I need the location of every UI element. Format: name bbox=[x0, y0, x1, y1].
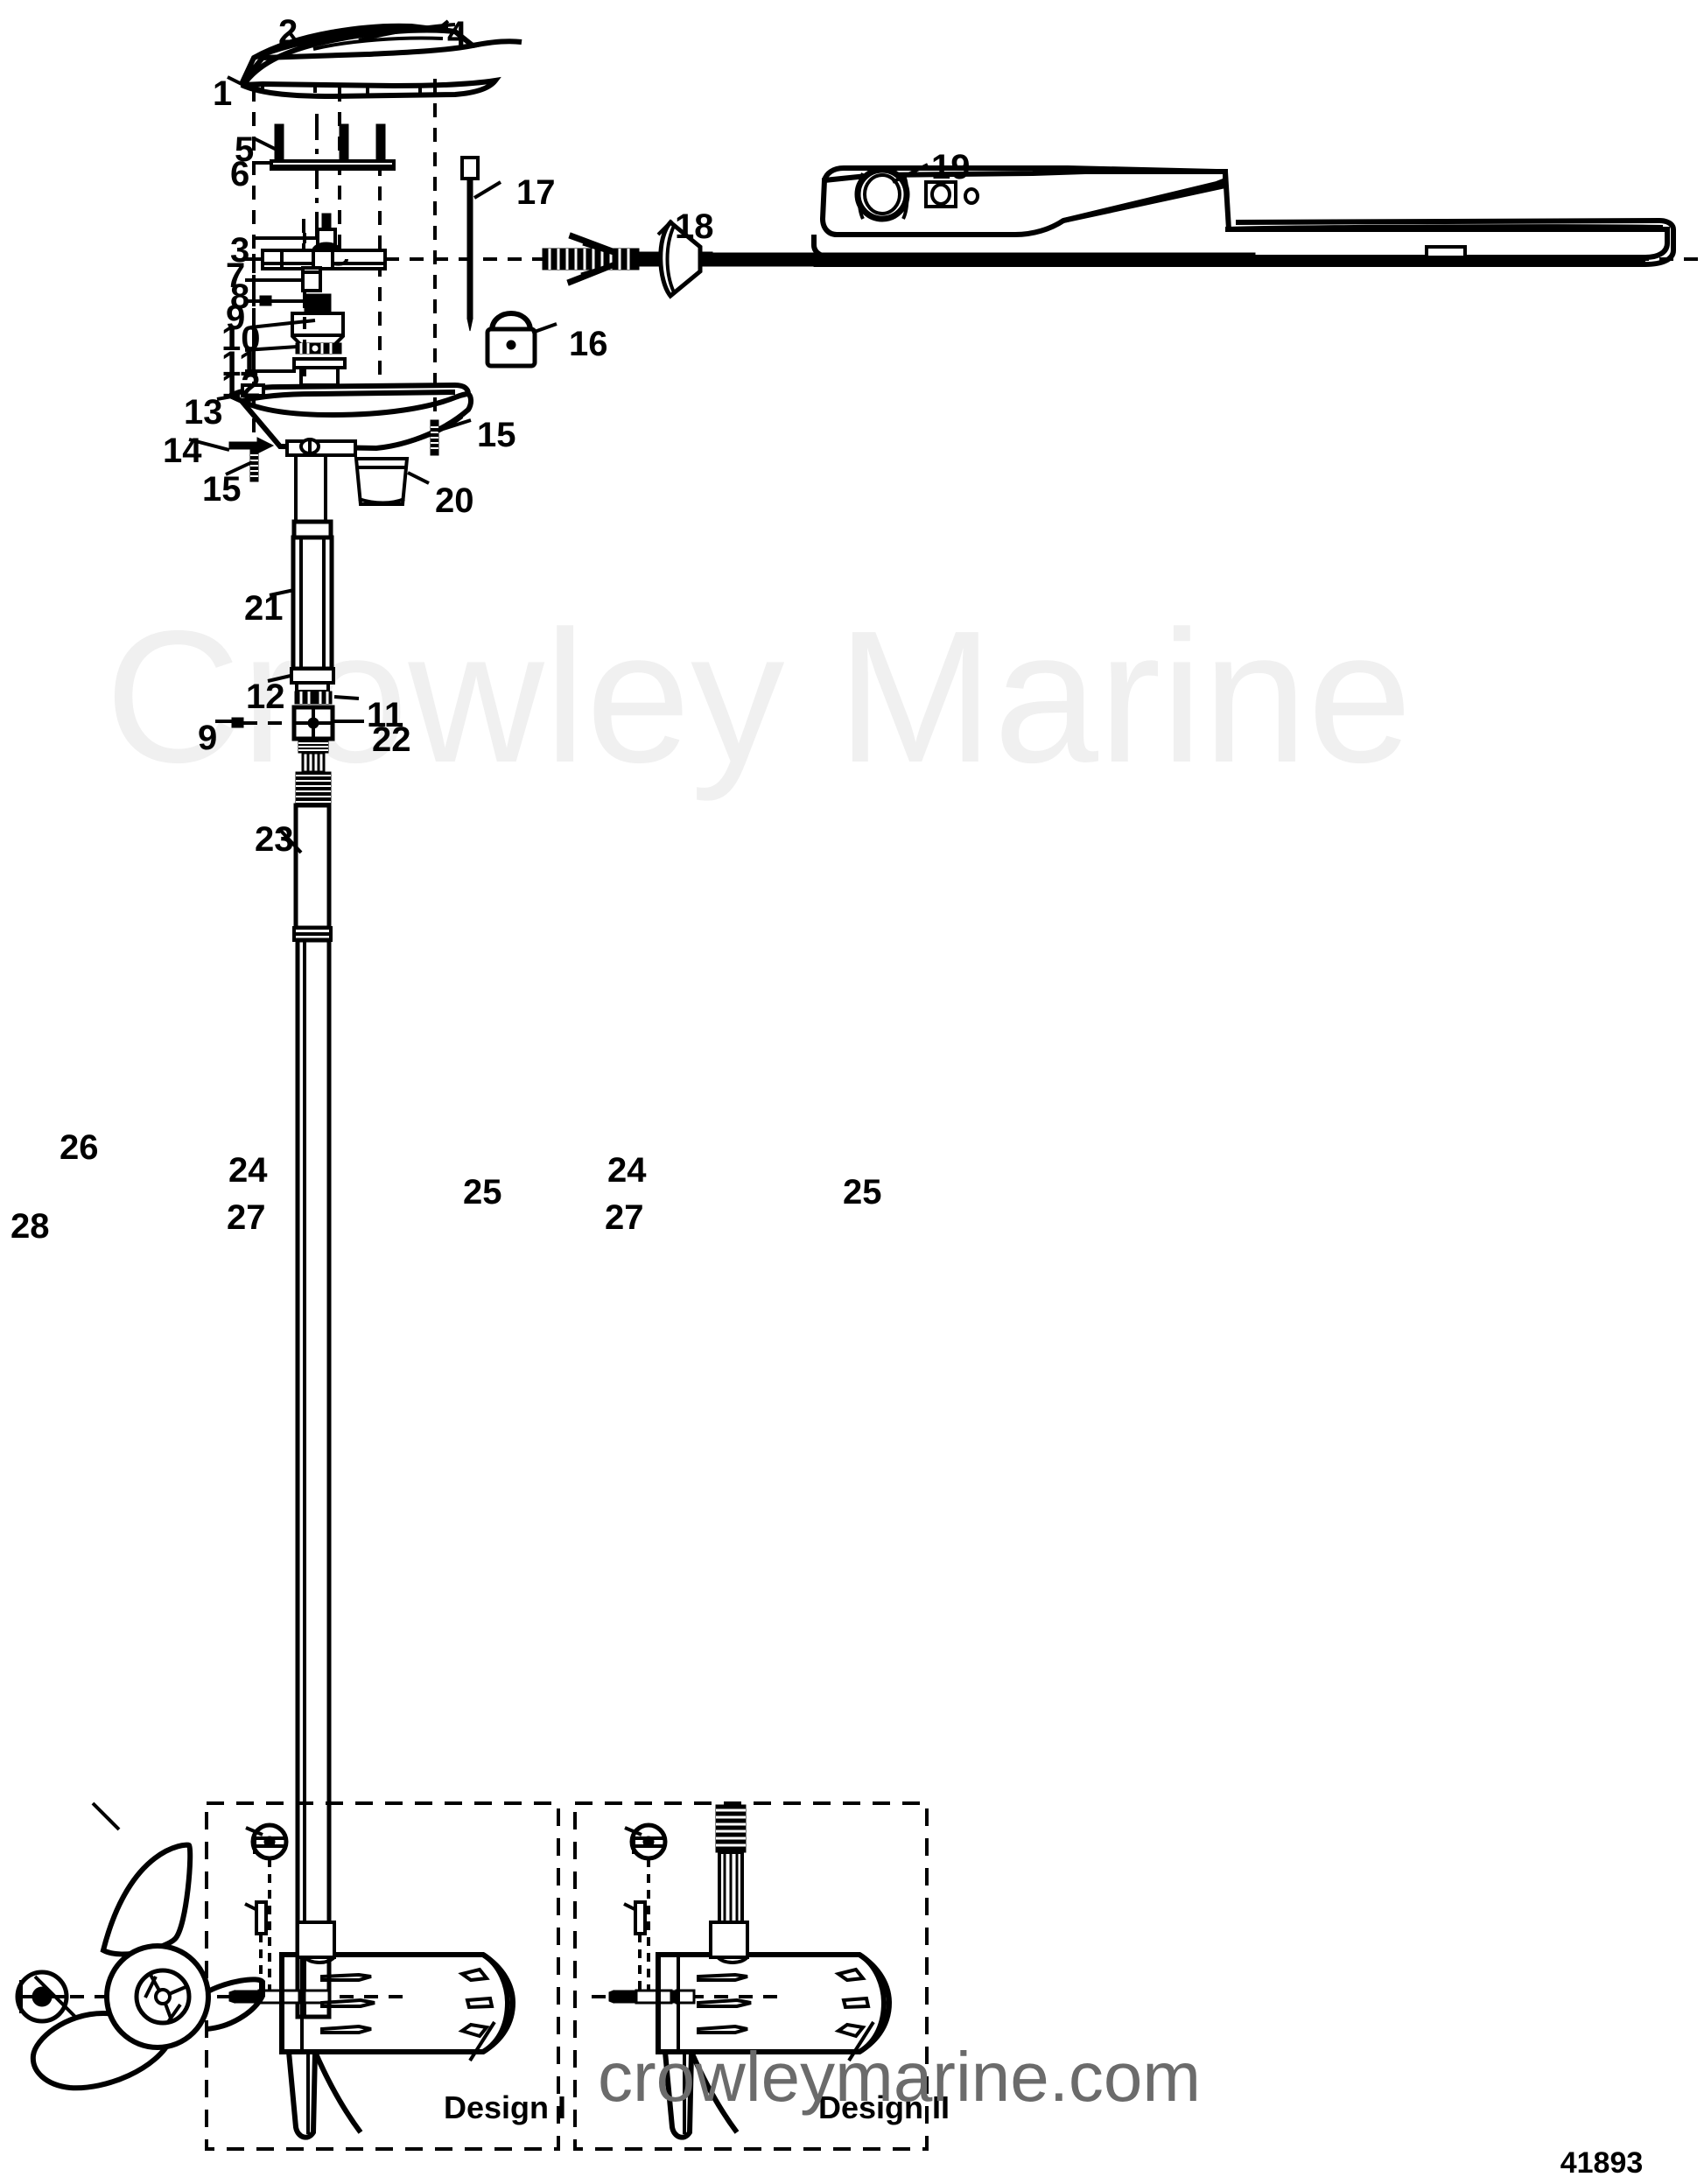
leader-23 bbox=[278, 828, 303, 854]
part-lower-shaft-23 bbox=[292, 739, 333, 2019]
callout-number-12: 12 bbox=[221, 367, 261, 405]
callout-number-21: 21 bbox=[244, 589, 284, 628]
callout-number-6: 6 bbox=[230, 155, 249, 193]
callout-number-17: 17 bbox=[516, 173, 556, 212]
part-trim-strip bbox=[358, 23, 456, 42]
leader-4 bbox=[433, 19, 450, 33]
leader-24b bbox=[624, 1826, 642, 1836]
part-housing-cap-10 bbox=[291, 293, 345, 347]
part-plate-6 bbox=[270, 159, 396, 171]
leader-24a bbox=[245, 1826, 263, 1836]
callout-number-25b: 25 bbox=[843, 1173, 882, 1211]
leader-20 bbox=[407, 471, 430, 485]
callout-number-1: 1 bbox=[213, 74, 232, 113]
leader-11 bbox=[244, 340, 306, 357]
callout-number-24: 24 bbox=[228, 1151, 268, 1190]
design-1-content: Design I bbox=[70, 1822, 566, 2140]
leader-1 bbox=[227, 75, 242, 86]
leader-27b bbox=[623, 1902, 637, 1912]
part-upper-shaft-21 bbox=[291, 519, 334, 671]
design-2-label: Design II bbox=[818, 2089, 950, 2125]
part-head-cover-body bbox=[240, 76, 501, 100]
leader-19 bbox=[892, 163, 929, 184]
callout-number-2: 2 bbox=[278, 13, 298, 52]
part-setscrew-9b bbox=[231, 717, 244, 728]
leader-11b bbox=[333, 695, 360, 700]
design-2-content: Design II bbox=[592, 1804, 950, 2140]
callout-number-15: 15 bbox=[202, 470, 242, 509]
part-collar-20 bbox=[354, 457, 410, 506]
callout-number-4: 4 bbox=[447, 15, 467, 53]
leader-25a bbox=[468, 2020, 496, 2062]
leader-12b bbox=[267, 674, 291, 683]
callout-number-16: 16 bbox=[569, 325, 608, 363]
part-coupler-22 bbox=[291, 705, 335, 741]
leader-13 bbox=[216, 394, 237, 401]
part-collar-12b bbox=[290, 667, 335, 693]
part-washer-11b bbox=[294, 691, 333, 705]
leader-12 bbox=[245, 366, 306, 376]
leader-15a bbox=[225, 460, 253, 476]
part-washer-set-11 bbox=[295, 342, 342, 355]
callout-number-15b: 15 bbox=[477, 416, 516, 454]
design-1-label: Design I bbox=[444, 2089, 566, 2125]
callout-number-20: 20 bbox=[435, 481, 474, 520]
callout-number-9b: 9 bbox=[198, 719, 217, 757]
leader-15b bbox=[437, 418, 472, 432]
leader-18 bbox=[656, 219, 674, 236]
leader-16 bbox=[531, 322, 557, 334]
part-steering-tube-7 bbox=[261, 249, 387, 270]
callout-number-11b: 11 bbox=[367, 696, 403, 734]
watermark-crowleymarine-com: crowleymarine.com bbox=[598, 2038, 1201, 2116]
leader-17 bbox=[473, 180, 502, 200]
callout-number-8: 8 bbox=[230, 277, 249, 316]
callout-number-22: 22 bbox=[372, 720, 411, 759]
callout-number-13: 13 bbox=[184, 393, 223, 432]
callout-number-28: 28 bbox=[11, 1207, 50, 1246]
callout-number-26: 26 bbox=[60, 1128, 99, 1167]
callout-number-9: 9 bbox=[226, 298, 245, 337]
leader-14 bbox=[188, 438, 230, 452]
part-setscrew-9 bbox=[259, 295, 272, 306]
leader-5 bbox=[253, 137, 279, 152]
callout-number-11: 11 bbox=[221, 345, 258, 383]
part-mount-bracket bbox=[285, 438, 357, 522]
leader-10 bbox=[249, 317, 316, 334]
part-propeller-26 bbox=[15, 1842, 265, 2091]
leader-26 bbox=[91, 1801, 121, 1831]
callout-number-18: 18 bbox=[675, 207, 714, 246]
part-lower-head-13 bbox=[228, 382, 473, 452]
callout-number-24b: 24 bbox=[607, 1151, 647, 1190]
callout-number-19: 19 bbox=[931, 148, 971, 186]
callout-number-27b: 27 bbox=[605, 1198, 644, 1237]
leader-8 bbox=[245, 275, 305, 285]
callout-number-23: 23 bbox=[255, 820, 294, 859]
leader-3 bbox=[254, 233, 317, 243]
callout-number-14: 14 bbox=[163, 432, 202, 470]
callout-number-10: 10 bbox=[221, 320, 261, 358]
callout-number-3: 3 bbox=[230, 231, 249, 270]
leader-28 bbox=[33, 1975, 77, 2019]
leader-7 bbox=[245, 254, 264, 264]
callout-number-27: 27 bbox=[227, 1198, 266, 1237]
leader-27a bbox=[244, 1902, 258, 1912]
leader-21 bbox=[269, 588, 295, 597]
part-cable-tie-17 bbox=[460, 156, 480, 332]
leader-25b bbox=[847, 2020, 875, 2062]
diagram-part-number: 41893 bbox=[1560, 2146, 1644, 2180]
part-padlock-16 bbox=[485, 310, 537, 369]
leader-2 bbox=[287, 30, 304, 51]
callout-number-25: 25 bbox=[463, 1173, 502, 1211]
callout-number-7: 7 bbox=[226, 256, 245, 295]
callout-number-5: 5 bbox=[235, 130, 254, 169]
callout-number-12b: 12 bbox=[246, 678, 285, 716]
part-screws-15 bbox=[249, 419, 439, 482]
part-bearing-cap-12 bbox=[292, 357, 347, 387]
